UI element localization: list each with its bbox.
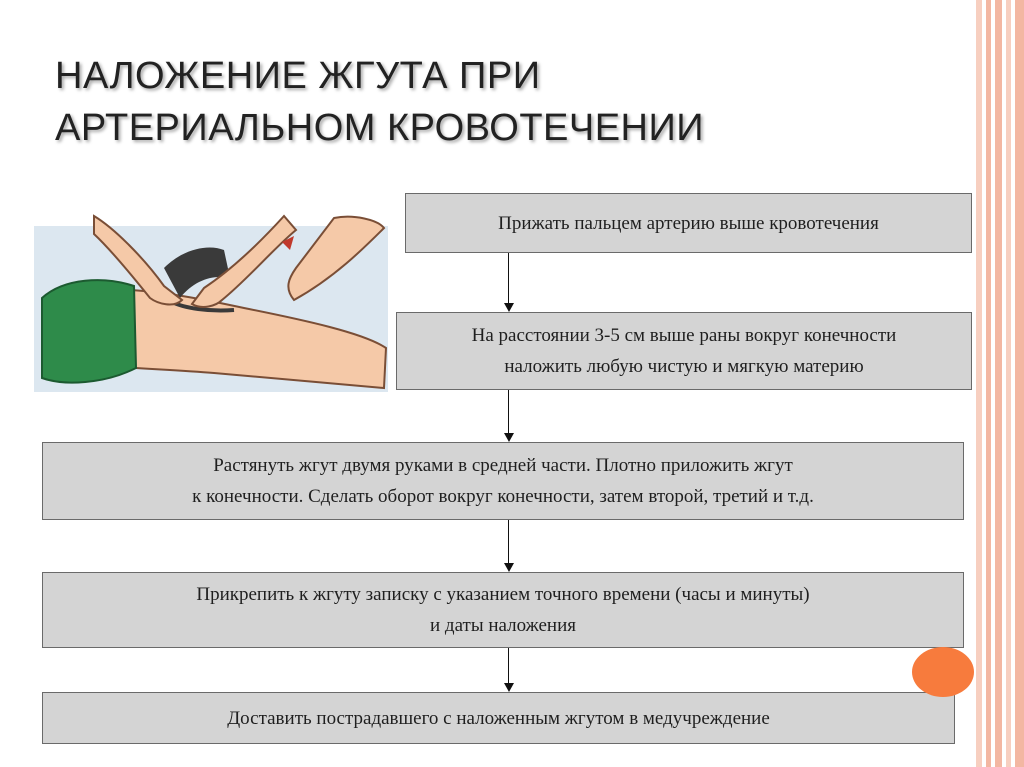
title-line-2: АРТЕРИАЛЬНОМ КРОВОТЕЧЕНИИ: [55, 107, 705, 149]
step-1-line-1: Прижать пальцем артерию выше кровотечени…: [498, 212, 879, 234]
step-2-line-1: На расстоянии 3-5 см выше раны вокруг ко…: [471, 325, 897, 346]
step-5-line-1: Доставить пострадавшего с наложенным жгу…: [227, 707, 770, 729]
decorative-stripes: [976, 0, 1024, 767]
tourniquet-illustration: [34, 214, 388, 392]
step-4-line-2: и даты наложения: [429, 615, 576, 636]
decorative-circle: [912, 647, 974, 697]
flow-arrow-3: [504, 520, 514, 572]
step-box-1: Прижать пальцем артерию выше кровотечени…: [405, 193, 972, 253]
step-box-4: Прикрепить к жгуту записку с указанием т…: [42, 572, 964, 648]
flow-arrow-1: [504, 253, 514, 312]
step-box-2: На расстоянии 3-5 см выше раны вокруг ко…: [396, 312, 972, 390]
flow-arrow-4: [504, 648, 514, 692]
step-2-line-2: наложить любую чистую и мягкую материю: [504, 356, 864, 377]
step-4-line-1: Прикрепить к жгуту записку с указанием т…: [196, 584, 810, 605]
page-title: НАЛОЖЕНИЕ ЖГУТА ПРИ АРТЕРИАЛЬНОМ КРОВОТЕ…: [55, 50, 835, 154]
step-3-line-2: к конечности. Сделать оборот вокруг коне…: [192, 486, 814, 507]
step-3-line-1: Растянуть жгут двумя руками в средней ча…: [213, 455, 793, 476]
title-line-1: НАЛОЖЕНИЕ ЖГУТА ПРИ: [55, 55, 541, 97]
step-box-3: Растянуть жгут двумя руками в средней ча…: [42, 442, 964, 520]
step-box-5: Доставить пострадавшего с наложенным жгу…: [42, 692, 955, 744]
flow-arrow-2: [504, 390, 514, 442]
